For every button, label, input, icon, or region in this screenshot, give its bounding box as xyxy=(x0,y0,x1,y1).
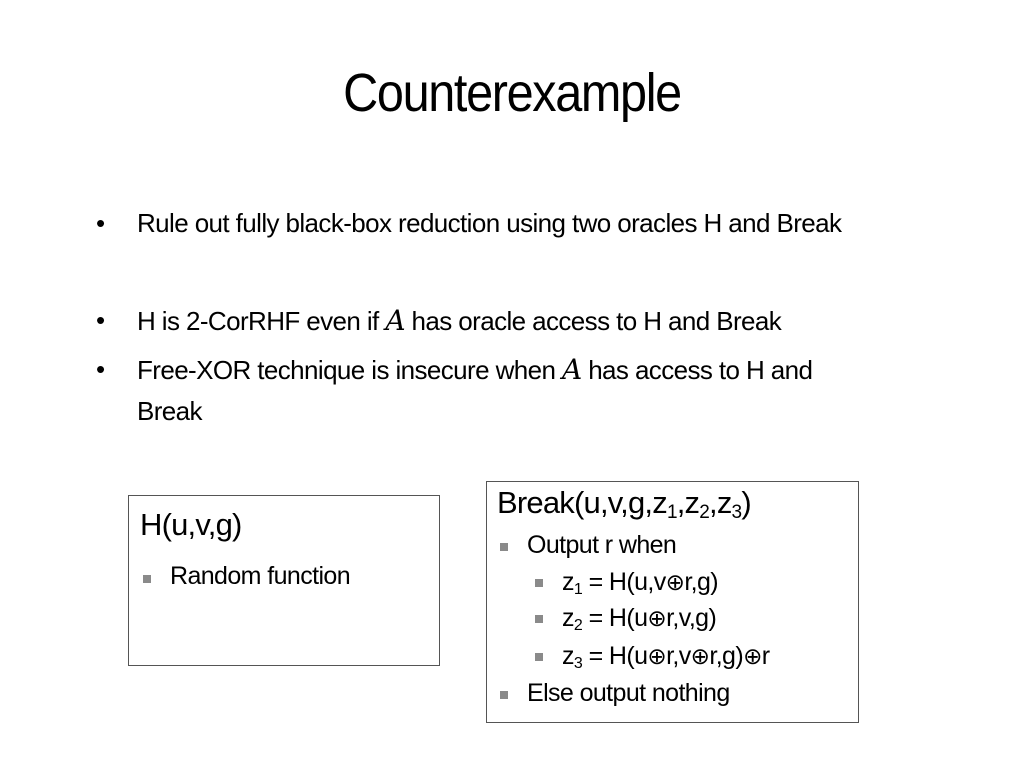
adversary-symbol: A xyxy=(385,304,405,337)
bullet-text-line2: Break xyxy=(137,396,203,426)
bullet-text-post: has oracle access to H and Break xyxy=(404,306,782,336)
xor-icon: ⊕ xyxy=(647,606,667,632)
bullet-text: H is 2-CorRHF even if A has oracle acces… xyxy=(137,300,947,342)
break-condition-z2: z2 = H(u⊕r,v,g) xyxy=(562,604,717,634)
square-bullet-icon xyxy=(535,615,543,623)
bullet-text-pre: Free-XOR technique is insecure when xyxy=(137,355,562,385)
square-bullet-icon xyxy=(535,653,543,661)
h-function-item: Random function xyxy=(170,562,351,590)
xor-icon: ⊕ xyxy=(690,644,710,670)
bullet-text-pre: H is 2-CorRHF even if xyxy=(137,306,386,336)
xor-icon: ⊕ xyxy=(647,644,667,670)
h-function-heading: H(u,v,g) xyxy=(140,507,242,542)
break-function-heading: Break(u,v,g,z1,z2,z3) xyxy=(497,485,752,523)
adversary-symbol: A xyxy=(561,353,582,386)
bullet-text: Rule out fully black-box reduction using… xyxy=(137,208,842,238)
bullet-text-post: has access to H and xyxy=(581,355,813,385)
xor-icon: ⊕ xyxy=(665,570,685,596)
square-bullet-icon xyxy=(535,579,543,587)
bullet-dot: • xyxy=(96,305,105,335)
break-item-output: Output r when xyxy=(527,531,677,559)
xor-icon: ⊕ xyxy=(743,644,762,670)
bullet-text: Free-XOR technique is insecure when A ha… xyxy=(137,349,947,432)
square-bullet-icon xyxy=(500,543,508,551)
bullet-dot: • xyxy=(96,208,105,238)
bullet-dot: • xyxy=(96,354,105,384)
h-function-box: H(u,v,g) Random function xyxy=(128,495,440,666)
break-function-box: Break(u,v,g,z1,z2,z3) Output r when z1 =… xyxy=(486,481,859,723)
slide-title: Counterexample xyxy=(343,63,682,123)
break-item-else: Else output nothing xyxy=(527,679,730,707)
square-bullet-icon xyxy=(143,575,151,583)
break-condition-z1: z1 = H(u,v⊕r,g) xyxy=(562,568,719,598)
square-bullet-icon xyxy=(500,691,508,699)
break-condition-z3: z3 = H(u⊕r,v⊕r,g)⊕r xyxy=(562,642,770,672)
